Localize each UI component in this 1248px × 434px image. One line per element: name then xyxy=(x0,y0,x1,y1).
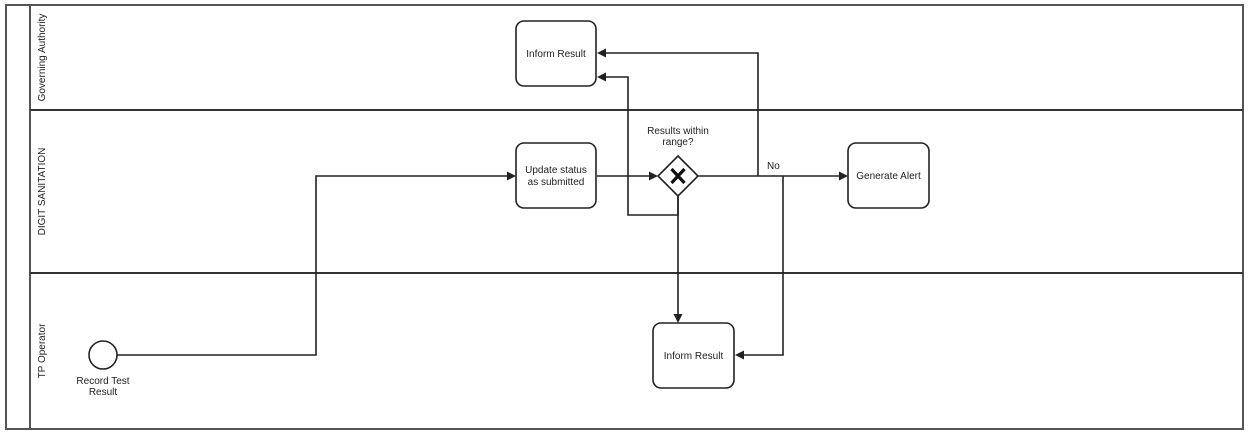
task-label: Inform Result xyxy=(526,49,586,60)
flow-gateway-to-inform-authority-1[interactable] xyxy=(606,52,759,176)
start-event-label-line2: Result xyxy=(89,387,118,398)
arrow-head xyxy=(735,350,744,360)
task-inform-result-authority[interactable]: Inform Result xyxy=(515,20,597,87)
task-update-status[interactable]: Update status as submitted xyxy=(515,142,597,209)
lane-digit-sanitation: DIGIT SANITATION xyxy=(37,148,48,236)
task-box[interactable] xyxy=(847,142,930,209)
task-label: Inform Result xyxy=(664,351,724,362)
task-label: Generate Alert xyxy=(856,171,921,182)
arrow-head xyxy=(649,171,658,181)
lane-label-tp-operator: TP Operator xyxy=(37,323,48,379)
flow-gateway-to-inform-operator-2[interactable] xyxy=(744,176,784,356)
arrow-head xyxy=(597,48,606,58)
arrow-head xyxy=(507,171,516,181)
task-generate-alert[interactable]: Generate Alert xyxy=(847,142,930,209)
start-event-circle[interactable] xyxy=(88,340,118,370)
gateway-label-line1: Results within xyxy=(647,126,709,137)
gateway-x-icon xyxy=(670,167,686,185)
start-event-label-line1: Record Test xyxy=(76,376,129,387)
lane-label-digit-sanitation: DIGIT SANITATION xyxy=(37,148,48,236)
task-label-line1: Update status xyxy=(525,165,587,176)
flow-label-no: No xyxy=(767,161,780,172)
task-label-line2: as submitted xyxy=(528,177,585,188)
arrow-head xyxy=(839,171,848,181)
lane-governing-authority: Governing Authority xyxy=(37,14,48,102)
task-inform-result-operator[interactable]: Inform Result xyxy=(652,322,735,389)
arrow-head xyxy=(673,314,683,323)
task-box[interactable] xyxy=(515,142,597,209)
gateway-label-line2: range? xyxy=(662,137,694,148)
lane-label-governing-authority: Governing Authority xyxy=(37,14,48,102)
flow-start-to-update[interactable] xyxy=(117,175,508,356)
task-box[interactable] xyxy=(515,20,597,87)
task-box[interactable] xyxy=(652,322,735,389)
arrow-head xyxy=(597,72,606,82)
start-event[interactable]: Record Test Result xyxy=(76,340,130,398)
exclusive-gateway[interactable]: Results within range? xyxy=(647,126,709,198)
lane-tp-operator: TP Operator xyxy=(37,323,48,379)
pool-frame xyxy=(5,4,1244,430)
